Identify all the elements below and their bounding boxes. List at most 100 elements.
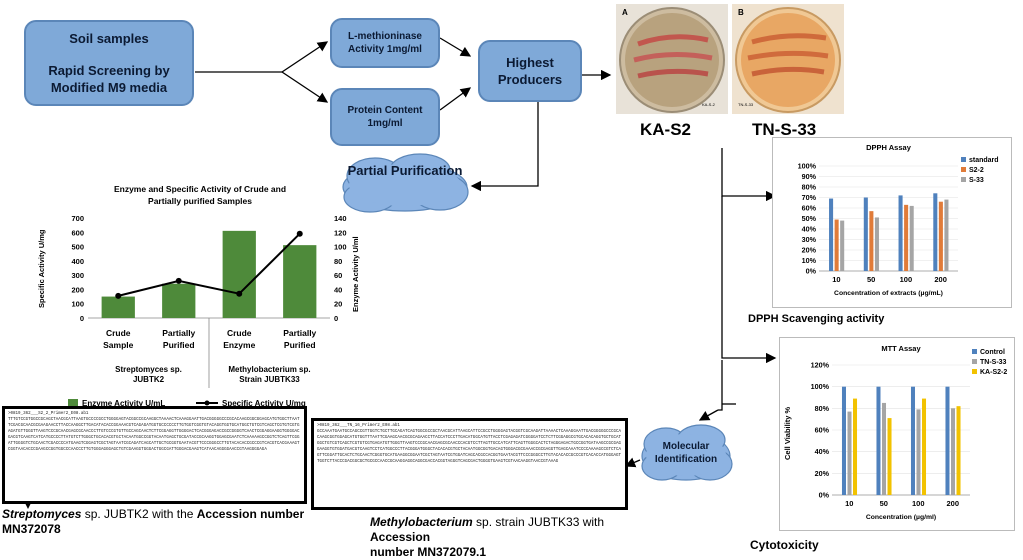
molecular-identification-cloud [641,424,733,481]
left-tick-label: 400 [71,257,84,266]
right-caption-rest: sp. strain JUBTK33 with [472,515,605,529]
dpph-legend-label: standard [969,157,999,164]
dpph-bar-s2-2 [938,201,943,271]
dpph-bar-standard [898,195,903,271]
mtt-legend-swatch [972,369,977,374]
mtt-tick-label: 60% [815,426,830,435]
sequence-box-right: >0819_362___TN_16_Primer2_E08.ab1 GCCAAA… [311,418,628,510]
arrow-to-protein [281,71,329,103]
arrow-to-purification [470,100,539,192]
soil-samples-box: Soil samples Rapid Screening by Modified… [24,20,194,106]
mtt-category-label: 50 [880,499,888,508]
right-accession-caption: Methylobacterium sp. strain JUBTK33 with… [370,515,660,560]
dpph-tick-label: 60% [802,204,817,213]
plate-b-letter: B [738,8,744,17]
sequence-right-text: GCCAAATGAATGCCAGCCGTTGGTCTGCTTGCAGATCAGT… [317,430,622,464]
right-species: Methylobacterium [370,515,473,529]
arrow-to-lmeth [281,41,329,73]
mtt-tick-label: 100% [811,382,830,391]
mtt-legend-swatch [972,349,977,354]
mtt-bar-control [945,386,950,495]
protein-content-text: Protein Content 1mg/ml [347,105,423,129]
dpph-bar-standard [863,197,868,271]
sequence-left-text: TTTGTCCGTGGCCGCAGCTAACGCATTAAGTGCCCCGCCT… [8,418,300,452]
legend-bar-label: Enzyme Activity U/mL [82,399,165,408]
mtt-category-label: 200 [946,499,959,508]
partial-purification-text: Partial Purification [347,163,463,178]
plate-a-letter: A [622,8,628,17]
dpph-category-label: 100 [900,275,913,284]
dpph-bar-s-33 [944,199,949,271]
dpph-chart: DPPH Assay0%10%20%30%40%50%60%70%80%90%1… [798,143,999,297]
left-y-axis-label: Specific Activity U/mg [37,229,46,308]
right-tick-label: 120 [334,228,347,237]
left-caption-bold: Accession number [196,507,305,521]
enzyme-activity-chart: Enzyme and Specific Activity of Crude an… [37,184,360,408]
mtt-bar-ka-s2-2 [887,418,892,495]
left-tick-label: 300 [71,271,84,280]
right-tick-label: 100 [334,243,347,252]
arrow-protein-highest [439,87,472,111]
left-species: Streptomyces [2,507,82,521]
dpph-legend-swatch [961,167,966,172]
right-caption-bold: Accession [370,530,431,544]
dpph-bar-standard [933,193,938,271]
group-label-methylobacterium-line2: Strain JUBTK33 [239,375,300,384]
mtt-category-label: 10 [845,499,853,508]
legend-line-marker [204,400,210,406]
l-methioninase-text: L-methioninase Activity 1mg/ml [348,31,422,55]
category-label: Partially [162,328,195,338]
specific-activity-point [236,290,243,297]
enzyme-activity-bar [101,296,135,318]
dpph-bar-s-33 [909,205,914,271]
arrow-lmeth-highest [439,37,472,57]
dpph-category-label: 10 [832,275,840,284]
mtt-chart-title: MTT Assay [881,344,921,353]
arrow-to-molecular [698,409,719,421]
highest-producers-box: Highest Producers [478,40,582,102]
category-label: Crude [227,328,252,338]
group-label-streptomyces-line2: JUBTK2 [133,375,165,384]
dpph-tick-label: 100% [798,162,817,171]
mtt-tick-label: 0% [819,491,830,500]
mtt-tick-label: 20% [815,469,830,478]
dpph-bar-s-33 [840,220,845,271]
category-label-line2: Enzyme [223,340,255,350]
dpph-tick-label: 0% [806,267,817,276]
dpph-tick-label: 10% [802,256,817,265]
mtt-bar-control [841,386,846,495]
dpph-bar-s2-2 [869,211,874,271]
mtt-bar-control [876,386,881,495]
dpph-tick-label: 30% [802,235,817,244]
right-tick-label: 60 [334,271,342,280]
specific-activity-point [175,277,182,284]
specific-activity-point [115,292,122,299]
dpph-chart-title: DPPH Assay [866,143,912,152]
enzyme-chart-title-line2: Partially purified Samples [148,196,252,206]
enzyme-activity-bar [222,230,256,318]
sequence-right-header: >0819_362___TN_16_Primer2_E08.ab1 [317,424,400,428]
right-tick-label: 40 [334,285,342,294]
plate-a-caption: KA-S2 [640,120,692,139]
group-label-streptomyces: Streptomyces sp. [115,365,182,374]
arrow-down [718,370,723,411]
right-tick-label: 20 [334,300,342,309]
left-tick-label: 700 [71,214,84,223]
left-accession-number: MN372078 [2,522,61,536]
category-label-line2: Purified [284,340,316,350]
mtt-legend-label: KA-S2-2 [980,369,1007,376]
mtt-x-axis-label: Concentration (µg/ml) [866,514,936,521]
enzyme-activity-bar [283,245,317,318]
mtt-legend-label: TN-S-33 [980,359,1007,366]
dpph-tick-label: 90% [802,172,817,181]
rapid-screening-text: Rapid Screening by Modified M9 media [48,62,170,95]
protein-content-box: Protein Content 1mg/ml [330,88,440,146]
right-tick-label: 140 [334,214,347,223]
dpph-tick-label: 40% [802,225,817,234]
dpph-tick-label: 70% [802,193,817,202]
left-tick-label: 200 [71,285,84,294]
mtt-tick-label: 120% [811,361,830,370]
